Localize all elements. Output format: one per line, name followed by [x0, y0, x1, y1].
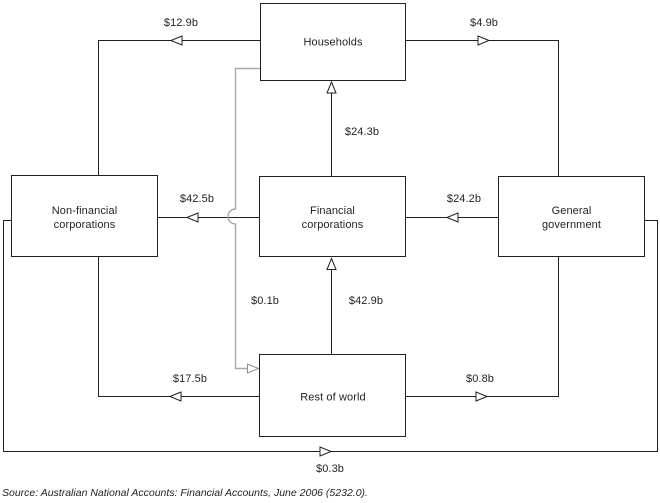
- arrow-right-icon: [477, 35, 491, 46]
- node-label-fc-line1: Financial: [310, 205, 355, 217]
- flow-line-households-to-row: [227, 67, 260, 370]
- flow-line-row-to-gg: [406, 256, 559, 397]
- flow-line-households-to-gg: [406, 40, 559, 176]
- flow-value-households-to-gg: $4.9b: [470, 17, 498, 29]
- flow-value-fc-to-households: $24.3b: [345, 126, 379, 138]
- node-label-households: Households: [303, 37, 362, 49]
- node-label-fc-line2: corporations: [302, 219, 364, 231]
- arrow-right-icon: [475, 391, 489, 402]
- flow-value-gg-to-fc: $24.2b: [447, 193, 481, 205]
- arrow-right-icon: [247, 363, 260, 374]
- flow-value-row-to-fc: $42.9b: [349, 295, 383, 307]
- node-label-rest-of-world: Rest of world: [300, 392, 366, 404]
- node-label-gg-line2: government: [542, 219, 601, 231]
- node-label-nfc-line2: corporations: [54, 219, 116, 231]
- flow-line-households-to-nfc: [98, 40, 260, 175]
- node-rest-of-world: [259, 354, 406, 437]
- node-general-government: [498, 176, 645, 257]
- node-label-nfc-line1: Non-financial: [52, 205, 118, 217]
- arrow-up-icon: [326, 80, 337, 94]
- flow-value-fc-to-nfc: $42.5b: [180, 193, 214, 205]
- node-households: [260, 3, 406, 81]
- node-financial-corporations: [259, 176, 406, 257]
- flow-value-households-to-row: $0.1b: [251, 295, 279, 307]
- flow-value-row-to-nfc: $17.5b: [173, 373, 207, 385]
- flow-value-row-to-gg: $0.8b: [466, 373, 494, 385]
- node-label-gg-line1: General: [552, 205, 592, 217]
- arrow-left-icon: [445, 212, 459, 223]
- arrow-up-icon: [326, 257, 337, 270]
- flow-value-households-to-nfc: $12.9b: [164, 17, 198, 29]
- arrow-left-icon: [185, 212, 199, 223]
- node-non-financial-corporations: [11, 175, 158, 257]
- arrow-right-icon: [319, 446, 333, 457]
- flow-value-nfc-to-gg: $0.3b: [316, 463, 344, 475]
- arrow-left-icon: [168, 391, 182, 402]
- arrow-left-icon: [169, 35, 183, 46]
- flow-line-row-to-nfc: [98, 257, 260, 397]
- source-note: Source: Australian National Accounts: Fi…: [2, 487, 368, 499]
